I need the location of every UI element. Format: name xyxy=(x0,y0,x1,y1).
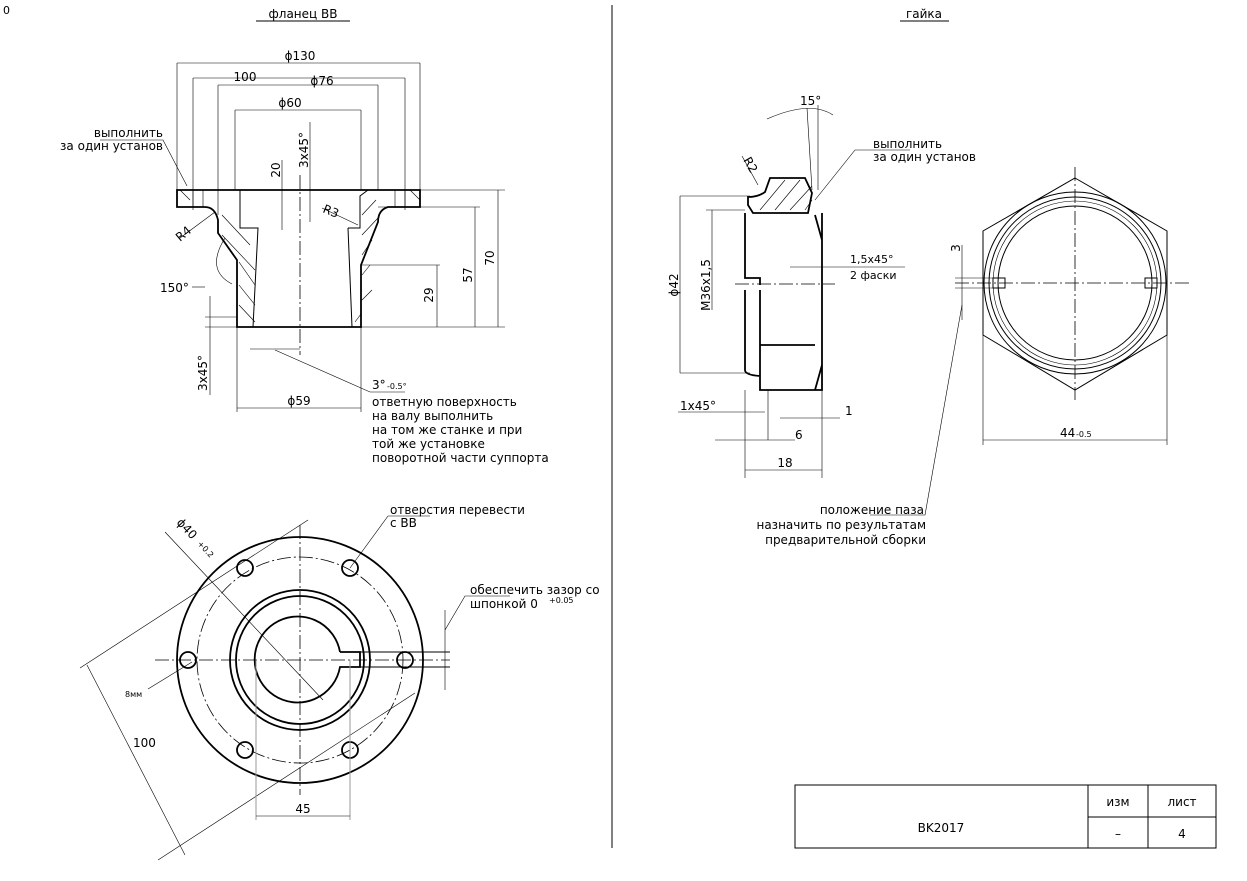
dim-len1: 1 xyxy=(845,404,853,418)
svg-text:поворотной части суппорта: поворотной части суппорта xyxy=(372,451,549,465)
dim-45: 45 xyxy=(295,802,310,816)
dim-len6: 6 xyxy=(795,428,803,442)
dim-across-flats: 44 xyxy=(1060,426,1075,440)
dim-hole-size: 8мм xyxy=(125,690,142,699)
svg-text:с ВВ: с ВВ xyxy=(390,516,417,530)
dim-taper-tol: -0.5° xyxy=(387,382,407,391)
dim-chamfer1: 1x45° xyxy=(680,399,716,413)
dim-len18: 18 xyxy=(777,456,792,470)
revision-label: изм xyxy=(1106,795,1129,809)
svg-text:той же установке: той же установке xyxy=(372,437,485,451)
dim-r2: R2 xyxy=(740,155,760,176)
flange-title: фланец ВВ xyxy=(269,7,338,21)
nut-side-view: гайка ϕ42 M36x1,5 15° R2 выполнить за од… xyxy=(667,7,976,478)
dim-across-flats-tol: -0.5 xyxy=(1076,430,1092,439)
dim-d40: ϕ40 xyxy=(174,515,200,542)
dim-100: 100 xyxy=(234,70,257,84)
keyway-note: обеспечить зазор со шпонкой 0 +0.05 xyxy=(470,583,600,611)
dim-angle150: 150° xyxy=(160,281,189,295)
flange-setup-note: выполнить за один установ xyxy=(60,126,163,153)
dim-r4: R4 xyxy=(173,223,194,244)
svg-text:за один установ: за один установ xyxy=(60,139,163,153)
dim-d60: ϕ60 xyxy=(278,96,301,110)
dim-h70: 70 xyxy=(483,250,497,265)
dim-h57: 57 xyxy=(461,267,475,282)
svg-text:положение паза: положение паза xyxy=(820,503,924,517)
nut-title: гайка xyxy=(906,7,942,21)
dim-h20: 20 xyxy=(269,162,283,177)
svg-text:шпонкой 0: шпонкой 0 xyxy=(470,597,538,611)
flange-section-view: фланец ВВ ϕ130 100 ϕ76 ϕ60 70 57 29 20 3… xyxy=(60,7,549,465)
svg-text:отверстия перевести: отверстия перевести xyxy=(390,503,525,517)
flange-outline xyxy=(176,189,421,328)
corner-label: 0 xyxy=(3,4,10,17)
dim-chamfer-top: 3x45° xyxy=(297,132,311,168)
dim-d42: ϕ42 xyxy=(667,273,681,296)
dim-r3: R3 xyxy=(321,202,341,221)
svg-text:+0.05: +0.05 xyxy=(549,596,574,605)
dim-h29: 29 xyxy=(422,287,436,302)
dim-taper: 3° xyxy=(372,378,386,392)
dim-slot3: 3 xyxy=(949,244,963,252)
svg-text:назначить по результатам: назначить по результатам xyxy=(756,518,926,532)
svg-text:за один установ: за один установ xyxy=(873,150,976,164)
taper-note: ответную поверхность на валу выполнить н… xyxy=(372,395,549,465)
dim-d130: ϕ130 xyxy=(285,49,316,63)
title-block: BK2017 изм лист – 4 xyxy=(794,784,1217,849)
nut-hex-view: 3 44 -0.5 положение паза назначить по ре… xyxy=(756,167,1190,547)
dim-100-plan: 100 xyxy=(133,736,156,750)
sheet-label: лист xyxy=(1167,795,1196,809)
svg-text:выполнить: выполнить xyxy=(94,126,163,140)
sheet-value: 4 xyxy=(1178,827,1186,841)
bore-with-keyway xyxy=(253,615,361,704)
slot-position-note: положение паза назначить по результатам … xyxy=(756,503,926,547)
dim-angle15: 15° xyxy=(800,94,821,108)
flange-plan-view: ϕ40 +0.2 8мм 100 45 отверстия перевести … xyxy=(79,503,600,861)
dim-d40-tol: +0.2 xyxy=(196,539,216,559)
holes-note: отверстия перевести с ВВ xyxy=(390,503,525,530)
dim-d76: ϕ76 xyxy=(310,74,333,88)
nut-setup-note: выполнить за один установ xyxy=(873,137,976,164)
dim-chamfer-bottom: 3x45° xyxy=(196,355,210,391)
section-hatching xyxy=(179,189,421,323)
svg-text:обеспечить зазор со: обеспечить зазор со xyxy=(470,583,600,597)
dim-d59: ϕ59 xyxy=(287,394,310,408)
svg-text:на том же станке и при: на том же станке и при xyxy=(372,423,522,437)
svg-text:предварительной сборки: предварительной сборки xyxy=(765,533,926,547)
drawing-code: BK2017 xyxy=(918,821,965,835)
svg-text:на валу выполнить: на валу выполнить xyxy=(372,409,493,423)
revision-value: – xyxy=(1115,827,1121,841)
svg-text:выполнить: выполнить xyxy=(873,137,942,151)
dim-chamfer: 1,5x45° xyxy=(850,253,894,266)
svg-text:ответную поверхность: ответную поверхность xyxy=(372,395,517,409)
bolt-holes xyxy=(179,559,414,759)
dim-chamfer-count: 2 фаски xyxy=(850,269,896,282)
dim-thread: M36x1,5 xyxy=(699,259,713,311)
